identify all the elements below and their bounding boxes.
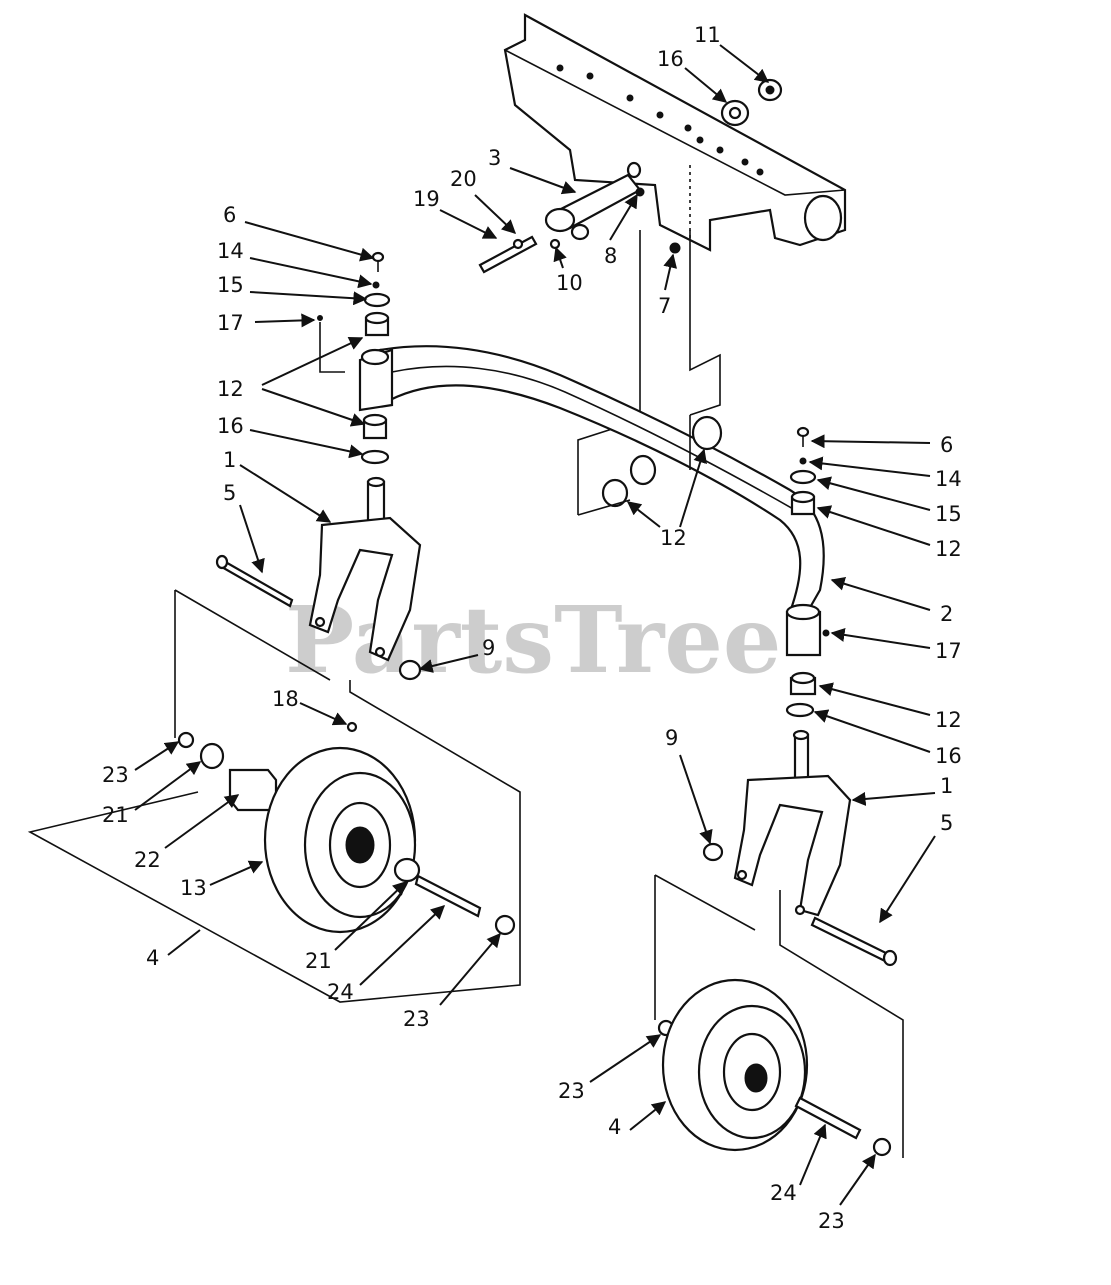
- callout-8: 8: [604, 244, 617, 268]
- callout-21: 21: [102, 803, 129, 827]
- left-group-bracket: [27, 589, 521, 1003]
- callout-17: 17: [935, 639, 962, 663]
- callout-9: 9: [482, 636, 495, 660]
- callout-4: 4: [608, 1115, 621, 1139]
- callout-23: 23: [818, 1209, 845, 1233]
- front-axle-bar: [358, 345, 825, 627]
- callout-labels: 11 16 3 20 19 8 10 7 6 14 15 17 12 16 1 …: [102, 23, 962, 1233]
- callout-10: 10: [556, 271, 583, 295]
- callout-19: 19: [413, 187, 440, 211]
- callout-23: 23: [558, 1079, 585, 1103]
- right-group-bracket: [654, 874, 904, 1158]
- leader-lines: [134, 44, 936, 1206]
- bushing-12: [601, 478, 629, 508]
- callout-24: 24: [327, 980, 354, 1004]
- callout-14: 14: [935, 467, 962, 491]
- callout-12: 12: [935, 708, 962, 732]
- frame-bracket: [503, 13, 847, 515]
- callout-6: 6: [940, 433, 953, 457]
- right-spindle-hardware: [785, 426, 830, 718]
- callout-12: 12: [217, 377, 244, 401]
- bushing-12: [629, 454, 657, 486]
- callout-15: 15: [935, 502, 962, 526]
- callout-13: 13: [180, 876, 207, 900]
- left-spindle-hardware: [317, 251, 391, 465]
- callout-21: 21: [305, 949, 332, 973]
- callout-20: 20: [450, 167, 477, 191]
- callout-1: 1: [223, 448, 236, 472]
- callout-23: 23: [102, 763, 129, 787]
- left-wheel: [177, 721, 516, 936]
- left-caster-fork: [215, 476, 422, 681]
- callout-7: 7: [658, 294, 671, 318]
- callout-2: 2: [940, 602, 953, 626]
- callout-11: 11: [694, 23, 721, 47]
- right-caster-fork: [702, 729, 898, 967]
- callout-5: 5: [223, 481, 236, 505]
- callout-14: 14: [217, 239, 244, 263]
- callout-24: 24: [770, 1181, 797, 1205]
- callout-9: 9: [665, 726, 678, 750]
- callout-18: 18: [272, 687, 299, 711]
- callout-22: 22: [134, 848, 161, 872]
- callout-4: 4: [146, 946, 159, 970]
- callout-15: 15: [217, 273, 244, 297]
- callout-1: 1: [940, 774, 953, 798]
- callout-16: 16: [217, 414, 244, 438]
- right-wheel: [657, 978, 892, 1157]
- callout-16: 16: [657, 47, 684, 71]
- nut-and-washer: [720, 78, 783, 127]
- callout-12: 12: [660, 526, 687, 550]
- callout-23: 23: [403, 1007, 430, 1031]
- pivot-pin-assembly: [478, 161, 645, 274]
- callout-5: 5: [940, 811, 953, 835]
- callout-12: 12: [935, 537, 962, 561]
- watermark: PartsTree: [285, 586, 781, 694]
- callout-3: 3: [488, 146, 501, 170]
- callout-16: 16: [935, 744, 962, 768]
- callout-17: 17: [217, 311, 244, 335]
- bushing-12: [691, 415, 723, 451]
- callout-6: 6: [223, 203, 236, 227]
